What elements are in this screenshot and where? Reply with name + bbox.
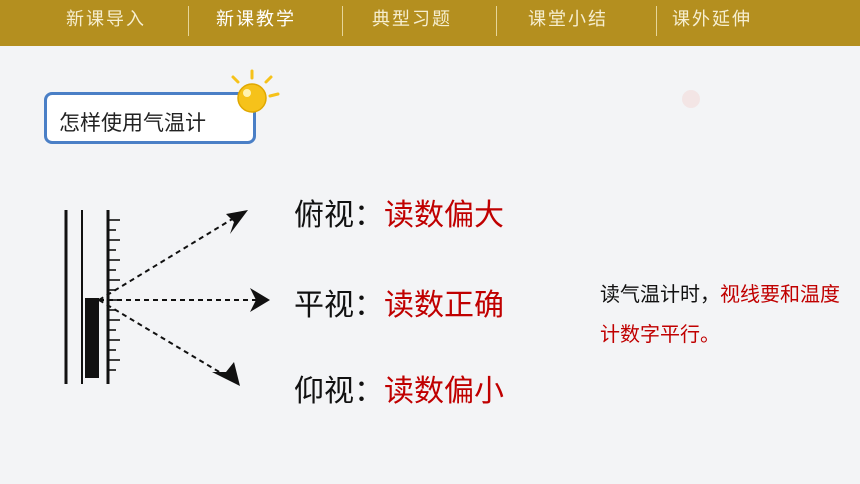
- arrow-right-icon: [250, 288, 270, 312]
- decorative-glow: [682, 90, 700, 108]
- row-top-view: 俯视：读数偏大: [294, 190, 504, 234]
- row-label-top: 俯视：: [294, 198, 384, 233]
- row-value-bottom: 读数偏小: [384, 374, 504, 409]
- nav-divider: [342, 6, 343, 36]
- sight-lines: [98, 217, 258, 377]
- row-label-bottom: 仰视：: [294, 374, 384, 409]
- row-value-top: 读数偏大: [384, 198, 504, 233]
- thermometer-diagram: [64, 210, 270, 386]
- nav-tab-exercises[interactable]: 典型习题: [372, 9, 452, 30]
- nav-tab-teaching[interactable]: 新课教学: [216, 9, 296, 30]
- row-label-level: 平视：: [294, 288, 384, 323]
- nav-tab-extension[interactable]: 课外延伸: [672, 9, 752, 30]
- arrow-down-icon: [212, 362, 240, 386]
- nav-tab-intro[interactable]: 新课导入: [66, 9, 146, 30]
- row-value-level: 读数正确: [384, 288, 504, 323]
- lightbulb-icon: [231, 69, 280, 113]
- arrow-up-icon: [226, 210, 248, 234]
- topic-title: 怎样使用气温计: [59, 111, 206, 135]
- topic-title-box: 怎样使用气温计: [44, 92, 256, 144]
- nav-divider: [496, 6, 497, 36]
- nav-tab-summary[interactable]: 课堂小结: [528, 9, 608, 30]
- reading-tip: 读气温计时，视线要和温度计数字平行。: [600, 274, 840, 354]
- tip-highlight: 视线要和温度计数字平行。: [600, 282, 840, 346]
- nav-divider: [188, 6, 189, 36]
- row-bottom-view: 仰视：读数偏小: [294, 366, 504, 410]
- tip-prefix: 读气温计时，: [600, 282, 720, 306]
- nav-divider: [656, 6, 657, 36]
- thermometer: [64, 210, 110, 384]
- top-nav: 新课导入 新课教学 典型习题 课堂小结 课外延伸: [0, 0, 860, 46]
- scale-ticks: [108, 219, 120, 371]
- row-level-view: 平视：读数正确: [294, 280, 504, 324]
